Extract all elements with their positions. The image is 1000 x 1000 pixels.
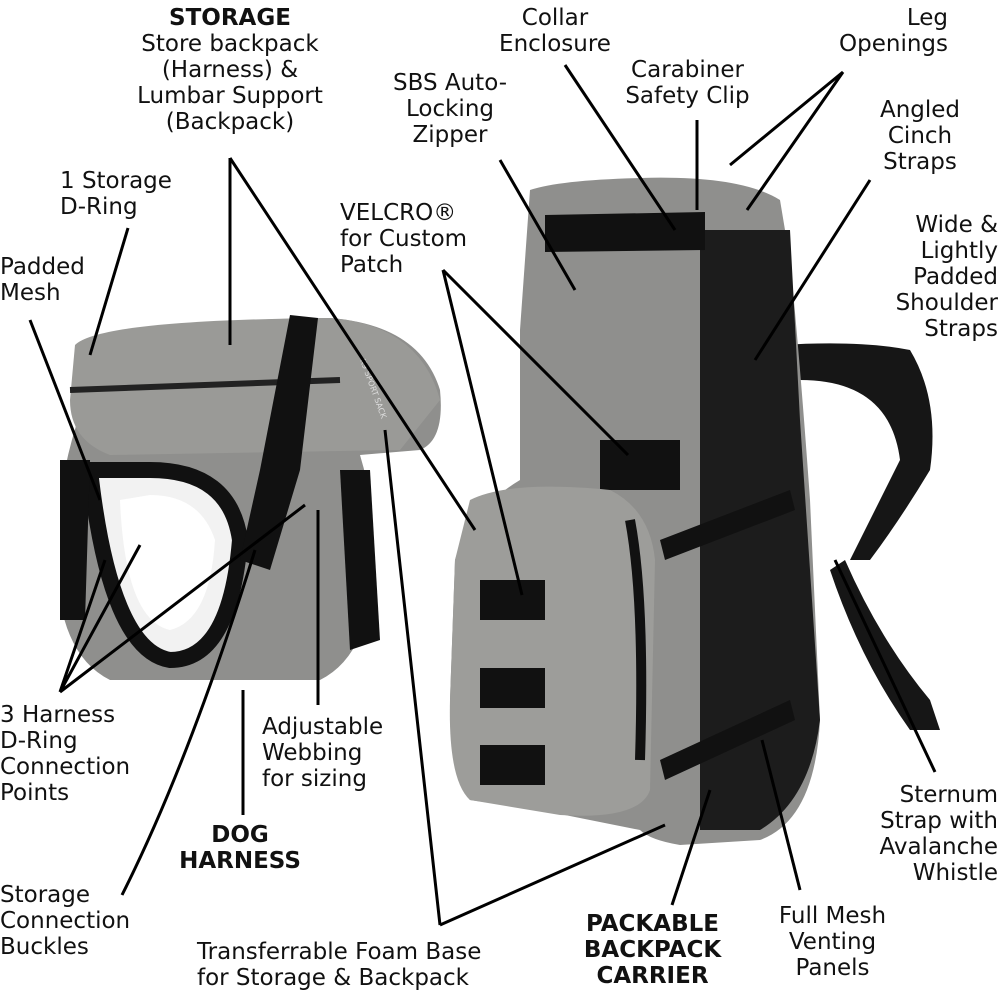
dog-harness-illustration: K9 SPORT SACK (60, 315, 441, 680)
label-sbs-zipper: SBS Auto- Locking Zipper (392, 70, 507, 148)
label-dog-harness: DOG HARNESS (179, 822, 301, 874)
backpack-carrier-illustration (449, 177, 940, 845)
storage-description: Store backpack (Harness) & Lumbar Suppor… (137, 31, 323, 135)
label-carabiner-clip: Carabiner Safety Clip (625, 57, 750, 109)
label-leg-openings: Leg Openings (839, 5, 948, 57)
leader-lines (28, 64, 937, 927)
label-storage-d-ring: 1 Storage D-Ring (60, 168, 172, 220)
label-packable-carrier: PACKABLE BACKPACK CARRIER (583, 911, 722, 989)
label-velcro-patch: VELCRO® for Custom Patch (340, 200, 468, 278)
label-shoulder-straps: Wide & Lightly Padded Shoulder Straps (895, 212, 998, 342)
label-collar-enclosure: Collar Enclosure (499, 5, 611, 57)
label-mesh-panels: Full Mesh Venting Panels (778, 903, 887, 981)
storage-title: STORAGE (169, 5, 291, 31)
label-harness-d-rings: 3 Harness D-Ring Connection Points (0, 702, 131, 806)
label-adjustable-webbing: Adjustable Webbing for sizing (262, 714, 384, 792)
label-sternum-strap: Sternum Strap with Avalanche Whistle (879, 782, 998, 886)
label-storage-buckles: Storage Connection Buckles (0, 882, 131, 960)
label-angled-cinch-straps: Angled Cinch Straps (879, 97, 961, 175)
label-padded-mesh: Padded Mesh (0, 254, 85, 306)
label-foam-base: Transferrable Foam Base for Storage & Ba… (197, 939, 482, 991)
